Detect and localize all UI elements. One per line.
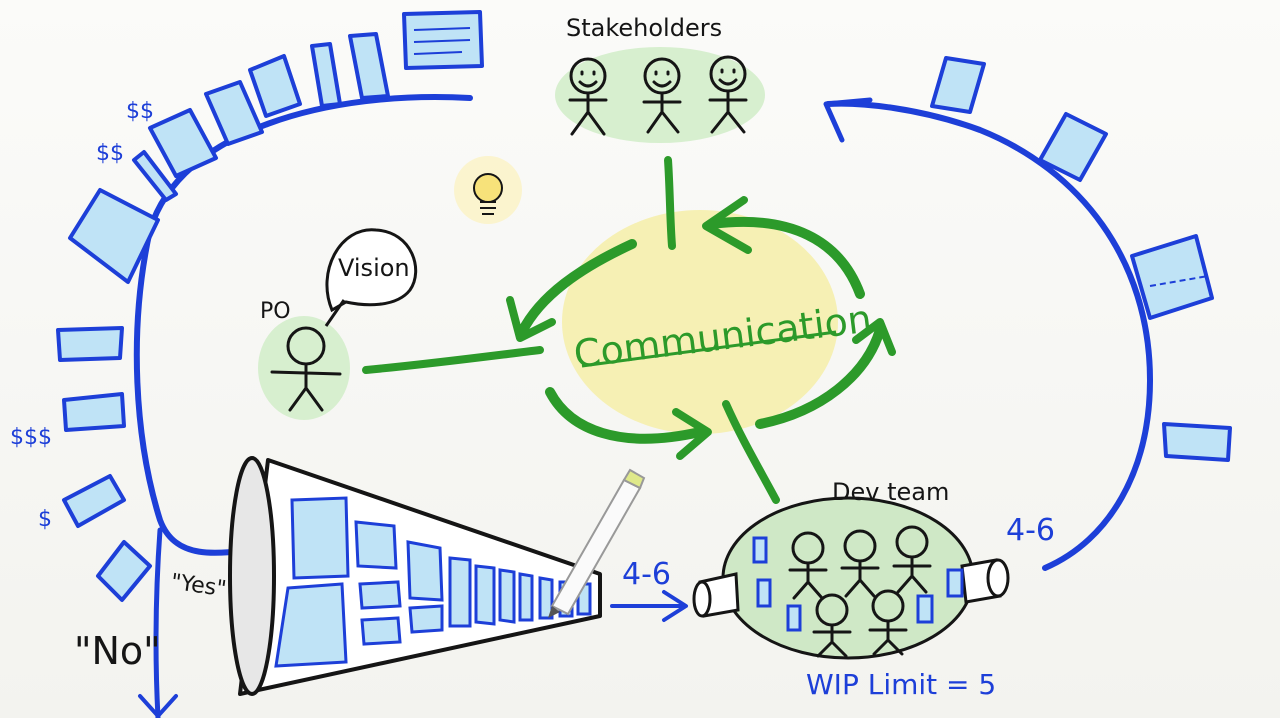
backlog-item bbox=[474, 564, 496, 626]
story-card bbox=[248, 54, 302, 118]
communication-underline bbox=[581, 330, 837, 368]
stakeholder-figure bbox=[642, 57, 682, 134]
no-label: "No" bbox=[74, 629, 161, 673]
backlog-item bbox=[290, 496, 350, 580]
release-flow-arrow bbox=[825, 100, 1154, 571]
card-text-lines bbox=[413, 27, 471, 55]
vision-speech-bubble bbox=[325, 228, 418, 313]
story-card bbox=[348, 32, 390, 100]
story-card bbox=[148, 108, 218, 178]
communication-arrows bbox=[362, 156, 896, 504]
rejected-arrowhead bbox=[138, 694, 178, 718]
stakeholder-figure bbox=[708, 55, 748, 134]
value-label: $$ bbox=[126, 99, 154, 124]
to-dev-team-arrowhead bbox=[662, 590, 688, 622]
story-card bbox=[132, 150, 178, 202]
po-blob bbox=[258, 316, 350, 420]
developer-figure bbox=[840, 529, 880, 598]
story-card bbox=[56, 326, 124, 362]
communication-blob bbox=[562, 210, 838, 434]
developer-figure bbox=[892, 525, 932, 594]
stakeholder-figure bbox=[568, 57, 608, 136]
backlog-item bbox=[448, 556, 472, 628]
output-limit-label: 4-6 bbox=[1006, 513, 1055, 548]
released-story-cards bbox=[930, 56, 1232, 462]
backlog-item bbox=[358, 580, 402, 610]
story-card bbox=[62, 474, 126, 528]
yes-label: "Yes" bbox=[169, 570, 228, 603]
backlog-item bbox=[498, 568, 516, 624]
wip-card bbox=[786, 604, 802, 632]
story-card bbox=[1130, 234, 1214, 320]
wip-card bbox=[756, 578, 772, 608]
backlog-item bbox=[360, 616, 402, 646]
developer-figure bbox=[868, 589, 908, 656]
story-card bbox=[310, 42, 342, 108]
story-card bbox=[1038, 112, 1108, 182]
speech-bubble-tail bbox=[324, 299, 346, 327]
product-owner-figure bbox=[270, 326, 342, 412]
value-label: $$ bbox=[96, 141, 124, 166]
developer-figure bbox=[812, 593, 852, 658]
story-card bbox=[62, 392, 126, 432]
po-label: PO bbox=[260, 299, 291, 324]
cycle-arrow-top bbox=[707, 216, 865, 299]
pen-icon bbox=[548, 468, 646, 618]
story-card bbox=[204, 80, 264, 146]
dev-team-link bbox=[722, 400, 780, 504]
story-card bbox=[930, 56, 986, 114]
stakeholders-label: Stakeholders bbox=[566, 14, 722, 42]
backlog-item bbox=[406, 540, 444, 602]
input-limit-label: 4-6 bbox=[622, 557, 671, 592]
dev-team-blob bbox=[721, 496, 975, 660]
value-label: $ bbox=[38, 507, 52, 532]
wip-limit-label: WIP Limit = 5 bbox=[806, 668, 996, 701]
backlog-item bbox=[354, 520, 398, 570]
light-bulb-icon bbox=[454, 156, 522, 224]
release-arrowhead bbox=[823, 97, 873, 143]
developer-figure bbox=[788, 531, 828, 600]
product-backlog-funnel bbox=[228, 456, 602, 696]
backlog-item bbox=[518, 572, 534, 622]
po-link bbox=[362, 346, 544, 374]
stakeholders-link bbox=[664, 156, 676, 250]
story-card bbox=[96, 540, 152, 602]
dev-team-pipes bbox=[692, 558, 1010, 618]
wip-card bbox=[946, 568, 964, 598]
backlog-flow-arrow bbox=[133, 94, 473, 556]
wip-card bbox=[752, 536, 768, 564]
cycle-arrow-right bbox=[755, 325, 885, 429]
vision-label: Vision bbox=[338, 254, 410, 282]
developer-figures bbox=[788, 525, 932, 658]
stakeholder-figures bbox=[568, 55, 748, 136]
backlog-item bbox=[274, 582, 348, 668]
backlog-item bbox=[538, 576, 554, 620]
dev-team-wip-cards bbox=[752, 536, 964, 632]
incoming-story-cards bbox=[56, 10, 484, 602]
story-card bbox=[1162, 422, 1232, 462]
cycle-arrow-bottom bbox=[545, 387, 705, 444]
value-label: $$$ bbox=[10, 425, 52, 450]
cycle-arrow-left bbox=[517, 239, 637, 337]
story-card bbox=[68, 188, 160, 284]
rejected-flow-arrow bbox=[153, 527, 163, 718]
backlog-item bbox=[408, 604, 444, 634]
wip-card bbox=[916, 594, 934, 624]
dev-team-label: Dev team bbox=[832, 478, 949, 506]
